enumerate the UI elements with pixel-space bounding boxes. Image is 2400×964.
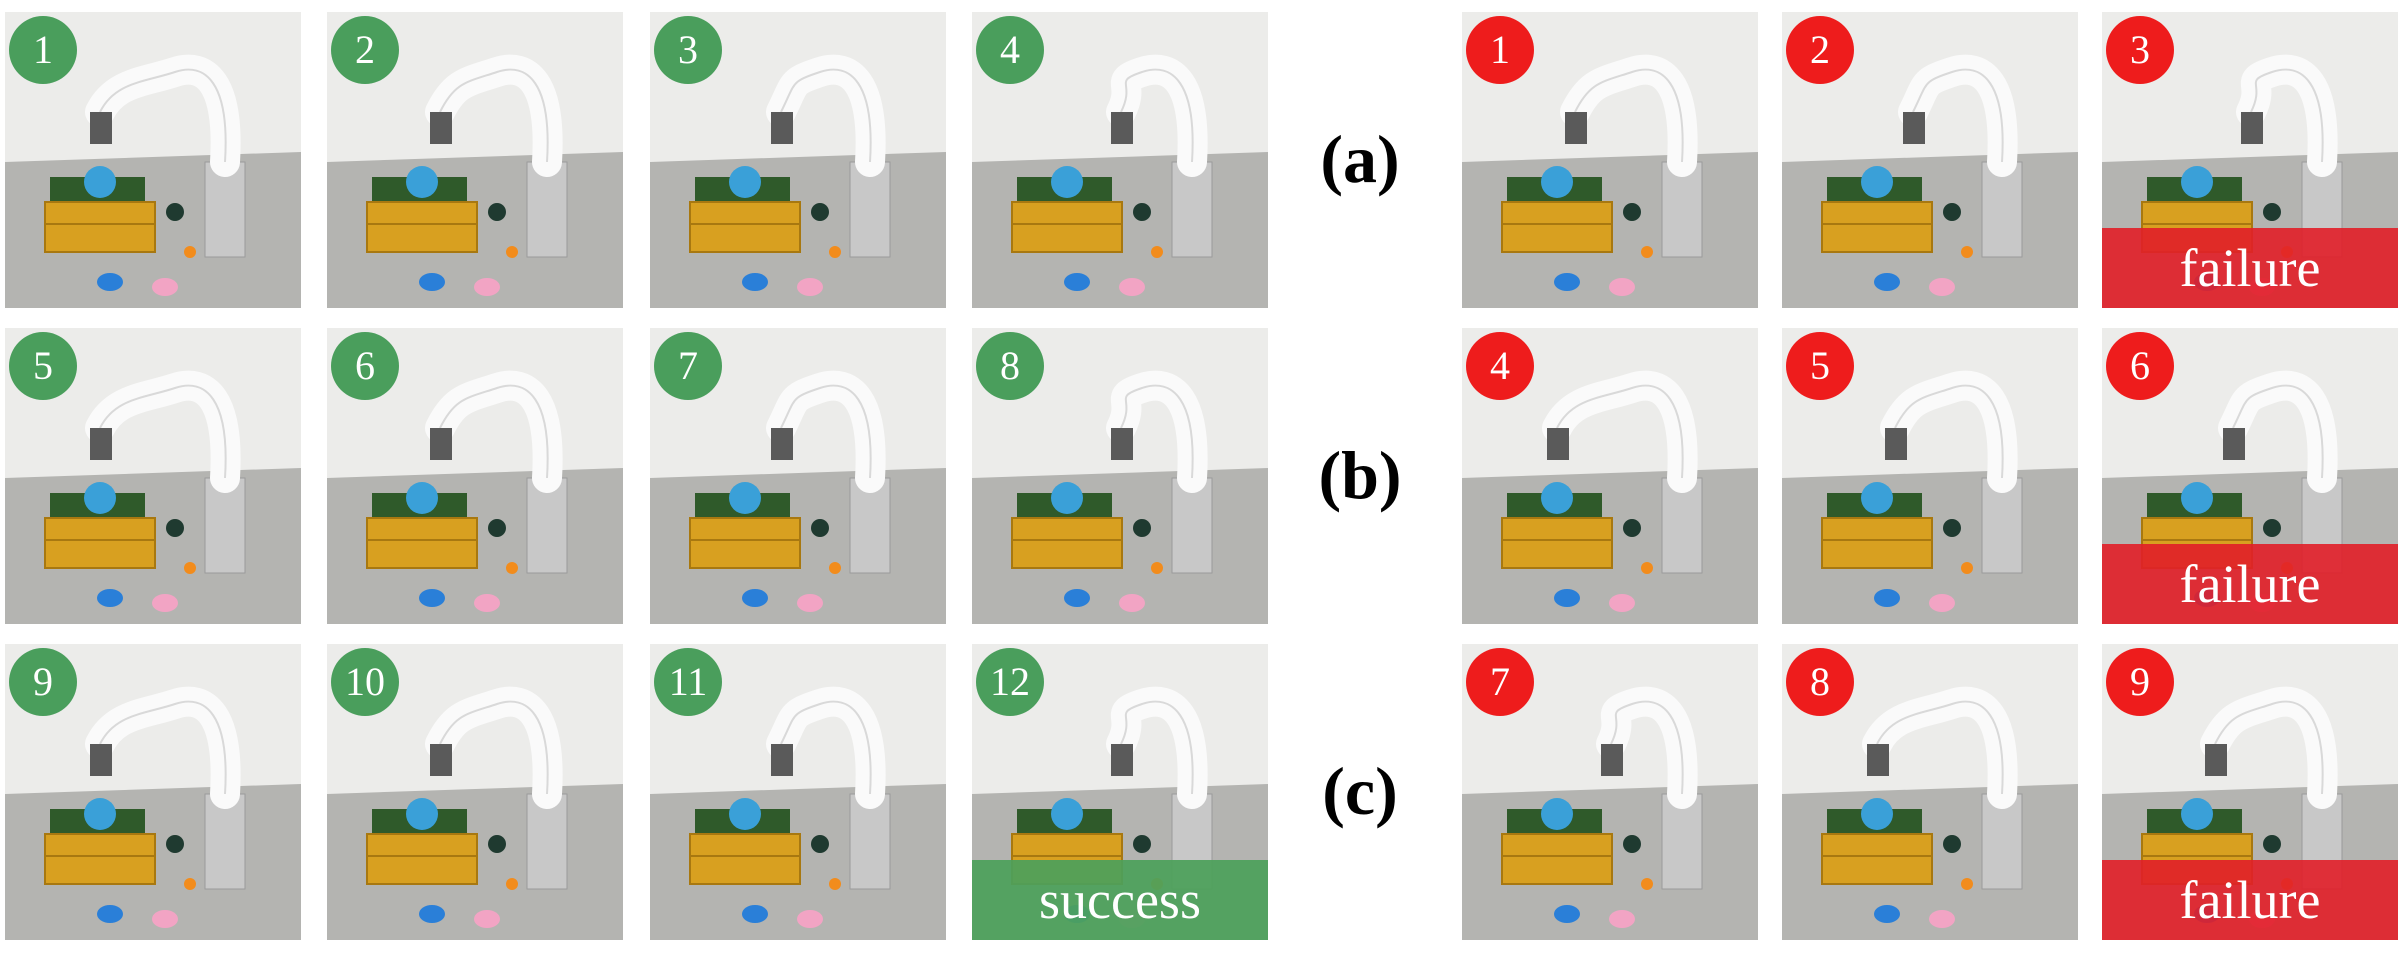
robot-scene-icon (650, 644, 946, 940)
frame-number-badge: 4 (976, 16, 1044, 84)
robot-scene-icon (1462, 644, 1758, 940)
success-frame-tile: 3 (650, 12, 946, 308)
robot-scene-icon (1462, 328, 1758, 624)
failure-banner: failure (2102, 228, 2398, 308)
failure-frame-tile: 8 (1782, 644, 2078, 940)
frame-number-badge: 12 (976, 648, 1044, 716)
success-frame-tile: 5 (5, 328, 301, 624)
failure-frame-tile: 3 failure (2102, 12, 2398, 308)
failure-frame-tile: 5 (1782, 328, 2078, 624)
success-frame-tile: 1 (5, 12, 301, 308)
row-label-c: (c) (1322, 753, 1398, 829)
robot-scene-icon (1782, 328, 2078, 624)
success-frame-tile: 8 (972, 328, 1268, 624)
frame-number-badge: 9 (9, 648, 77, 716)
robot-scene-icon (650, 328, 946, 624)
frame-number-badge: 6 (2106, 332, 2174, 400)
success-frame-tile: 2 (327, 12, 623, 308)
frame-number-badge: 4 (1466, 332, 1534, 400)
frame-number-badge: 3 (654, 16, 722, 84)
failure-frame-tile: 9 failure (2102, 644, 2398, 940)
success-banner: success (972, 860, 1268, 940)
failure-banner: failure (2102, 544, 2398, 624)
frame-number-badge: 5 (9, 332, 77, 400)
frame-number-badge: 10 (331, 648, 399, 716)
frame-number-badge: 8 (976, 332, 1044, 400)
frame-number-badge: 11 (654, 648, 722, 716)
success-frame-tile: 7 (650, 328, 946, 624)
frame-number-badge: 9 (2106, 648, 2174, 716)
success-frame-tile: 6 (327, 328, 623, 624)
robot-scene-icon (5, 328, 301, 624)
robot-scene-icon (1462, 12, 1758, 308)
frame-number-badge: 1 (9, 16, 77, 84)
robot-scene-icon (650, 12, 946, 308)
failure-banner: failure (2102, 860, 2398, 940)
frame-number-badge: 6 (331, 332, 399, 400)
robot-scene-icon (1782, 12, 2078, 308)
failure-frame-tile: 1 (1462, 12, 1758, 308)
robot-scene-icon (327, 644, 623, 940)
success-frame-tile: 12 success (972, 644, 1268, 940)
frame-number-badge: 2 (1786, 16, 1854, 84)
frame-number-badge: 2 (331, 16, 399, 84)
row-label-a: (a) (1320, 121, 1400, 197)
robot-scene-icon (5, 644, 301, 940)
success-frame-tile: 11 (650, 644, 946, 940)
robot-scene-icon (327, 328, 623, 624)
failure-frame-tile: 4 (1462, 328, 1758, 624)
failure-frame-tile: 2 (1782, 12, 2078, 308)
failure-frame-tile: 6 failure (2102, 328, 2398, 624)
success-frame-tile: 4 (972, 12, 1268, 308)
frame-number-badge: 1 (1466, 16, 1534, 84)
frame-number-badge: 5 (1786, 332, 1854, 400)
frame-number-badge: 7 (654, 332, 722, 400)
success-frame-tile: 9 (5, 644, 301, 940)
frame-number-badge: 8 (1786, 648, 1854, 716)
failure-frame-tile: 7 (1462, 644, 1758, 940)
frame-number-badge: 3 (2106, 16, 2174, 84)
success-frame-tile: 10 (327, 644, 623, 940)
row-label-b: (b) (1318, 437, 1402, 513)
robot-scene-icon (5, 12, 301, 308)
frame-number-badge: 7 (1466, 648, 1534, 716)
